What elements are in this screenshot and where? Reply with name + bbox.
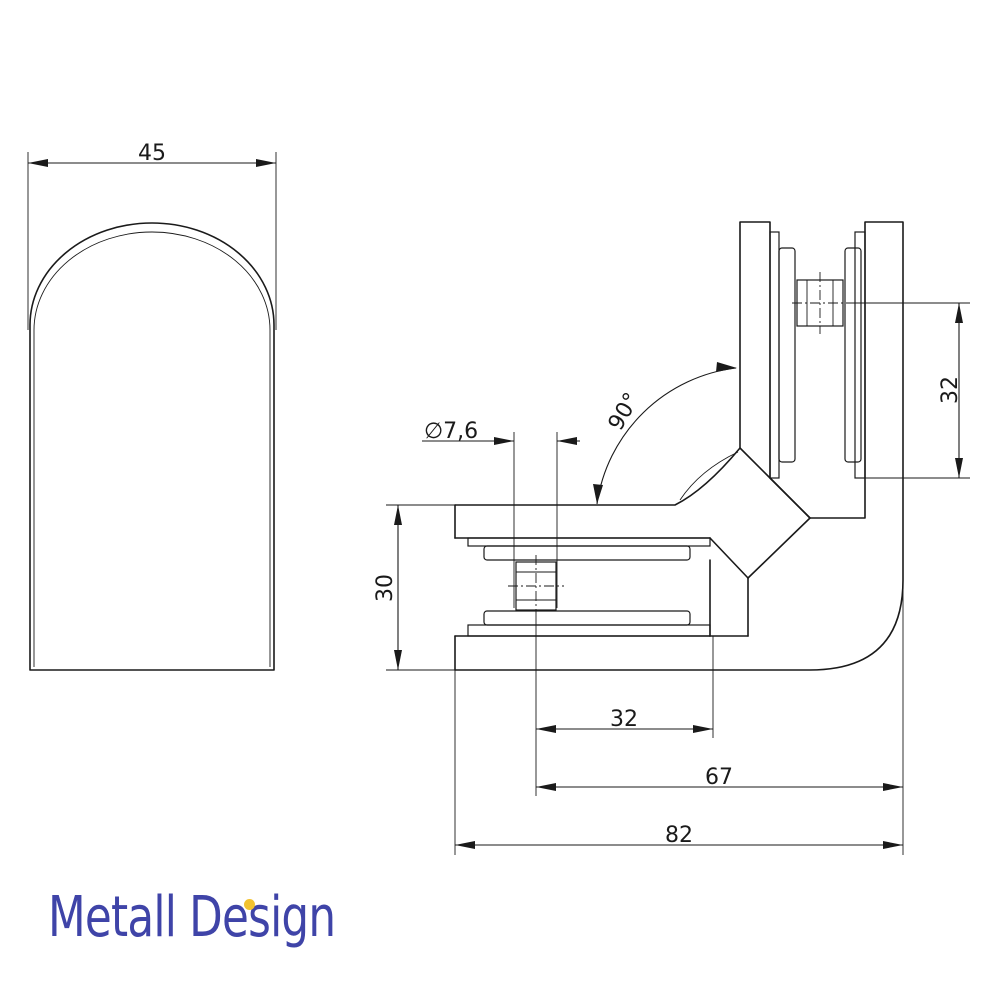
dim-hole-diameter-label: ∅7,6 — [424, 419, 478, 444]
dim-hole-spacing-horizontal-label: 32 — [610, 707, 638, 732]
brand-logo: Metall Design — [48, 885, 336, 950]
dim-hole-spacing-vertical — [848, 302, 970, 479]
dim-height — [386, 504, 455, 671]
brand-logo-dot — [244, 899, 255, 910]
dim-front-width-label: 45 — [138, 141, 166, 166]
side-view — [454, 221, 904, 671]
dim-hole-diameter — [422, 432, 580, 608]
dim-overall-depth-label: 82 — [665, 823, 693, 848]
dim-angle — [593, 362, 737, 505]
dim-overall-depth — [454, 670, 903, 855]
dim-hole-spacing-vertical-label: 32 — [938, 376, 963, 404]
center-lines — [508, 272, 848, 616]
front-view — [27, 152, 277, 671]
dim-depth-to-hole — [536, 580, 904, 855]
dim-hole-spacing-horizontal — [535, 616, 714, 796]
dim-height-label: 30 — [373, 574, 398, 602]
dim-angle-label: 90° — [604, 389, 645, 435]
dim-depth-to-hole-label: 67 — [705, 765, 733, 790]
